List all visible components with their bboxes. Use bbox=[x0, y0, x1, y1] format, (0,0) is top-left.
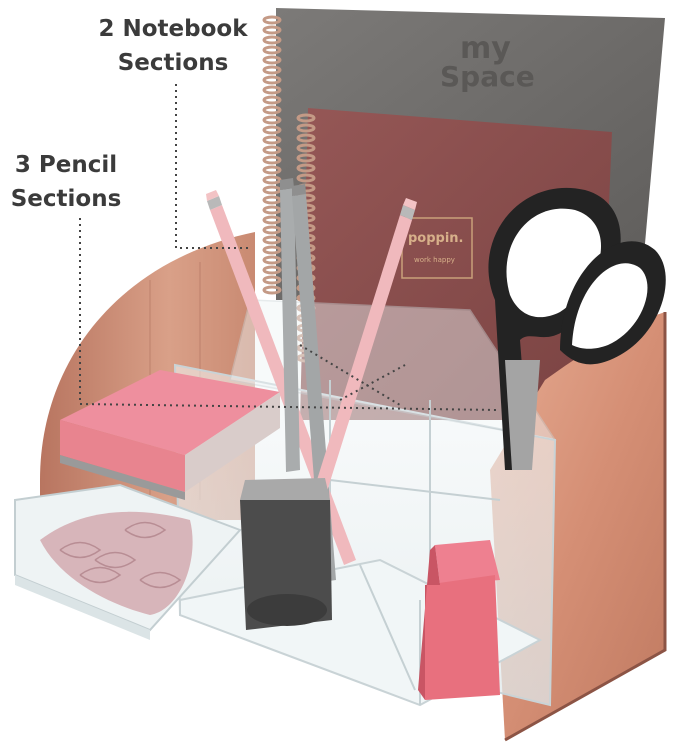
notebook-brand-my: my bbox=[460, 31, 511, 66]
erasers bbox=[418, 540, 500, 700]
gray-pencil-left bbox=[280, 178, 300, 472]
pencil-callout-line2: Sections bbox=[10, 186, 122, 212]
notebook-sections-callout: 2 Notebook Sections bbox=[98, 12, 248, 80]
pencil-callout-line bbox=[79, 218, 499, 411]
notebook-brand-poppin: poppin. bbox=[408, 231, 464, 246]
notebook-brand-sub: work happy bbox=[414, 256, 455, 264]
notebook-callout-line bbox=[175, 84, 401, 406]
notebook-callout-line2: Sections bbox=[117, 50, 229, 76]
scissors bbox=[488, 187, 666, 470]
pencil-sections-callout: 3 Pencil Sections bbox=[10, 148, 122, 216]
pencil-sharpener bbox=[240, 478, 332, 630]
pink-pencil-right bbox=[306, 198, 417, 520]
paperclip-drawer bbox=[14, 483, 242, 640]
notebook-spiral bbox=[262, 15, 282, 295]
notebook-brand-space: Space bbox=[440, 60, 535, 93]
notebook-callout-line1: 2 Notebook bbox=[98, 16, 248, 42]
sticky-note-pad bbox=[60, 370, 280, 500]
pencil-callout-line1: 3 Pencil bbox=[14, 152, 118, 178]
